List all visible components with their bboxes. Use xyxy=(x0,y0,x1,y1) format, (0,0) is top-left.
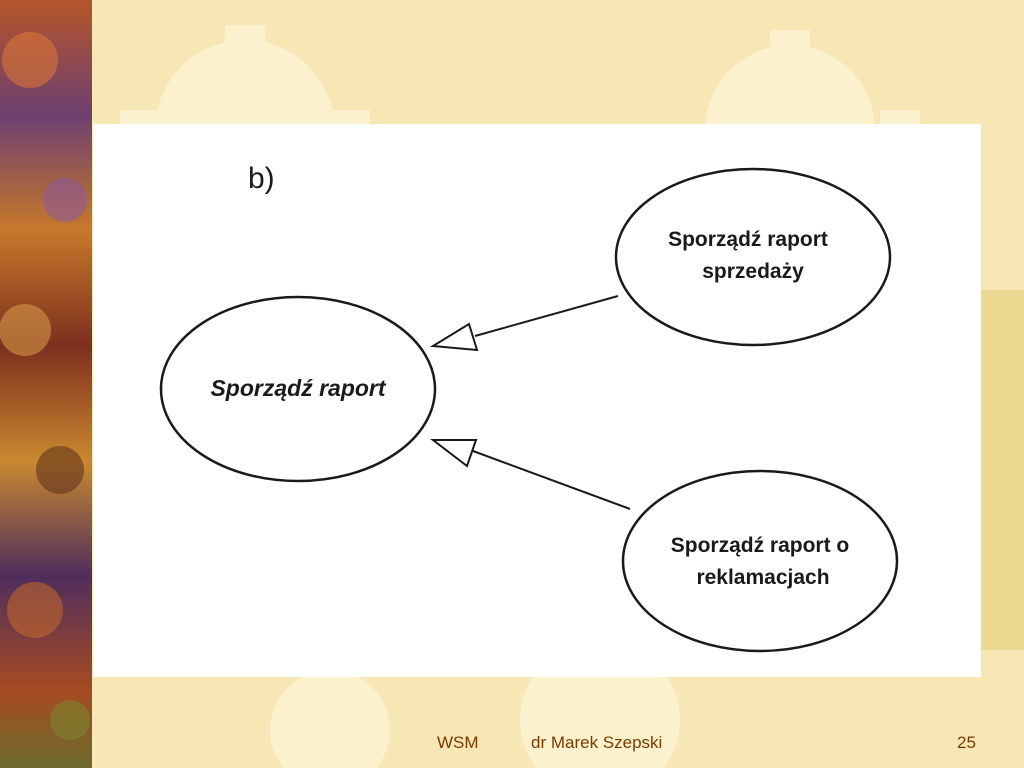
use-case-parent-ellipse[interactable] xyxy=(159,295,437,483)
use-case-sales-label-line1: Sporządź raport xyxy=(668,228,828,251)
decorative-side-strip xyxy=(0,0,92,768)
footer-institution: WSM xyxy=(437,733,479,752)
use-case-diagram: Sporządź raport Sporządź raport sprzedaż… xyxy=(159,167,899,653)
generalization-edge-sales xyxy=(474,295,619,337)
footer-page-number: 25 xyxy=(957,733,976,752)
use-case-sales-ellipse[interactable] xyxy=(614,167,892,347)
generalization-arrowhead-sales xyxy=(429,322,479,352)
use-case-complaints-label-line2: reklamacjach xyxy=(696,566,829,589)
use-case-complaints-ellipse[interactable] xyxy=(621,469,899,653)
use-case-parent-label: Sporządź raport xyxy=(210,375,386,401)
generalization-arrowhead-complaints xyxy=(430,439,478,468)
gear-icon xyxy=(270,670,390,768)
use-case-complaints-label-line1: Sporządź raport o xyxy=(671,534,850,557)
generalization-edge-complaints xyxy=(472,450,631,510)
diagram-panel: Sporządź raport Sporządź raport sprzedaż… xyxy=(93,124,981,677)
use-case-sales-label-line2: sprzedaży xyxy=(702,260,804,283)
diagram-part-label: b) xyxy=(248,162,275,195)
footer-author: dr Marek Szepski xyxy=(531,733,663,752)
